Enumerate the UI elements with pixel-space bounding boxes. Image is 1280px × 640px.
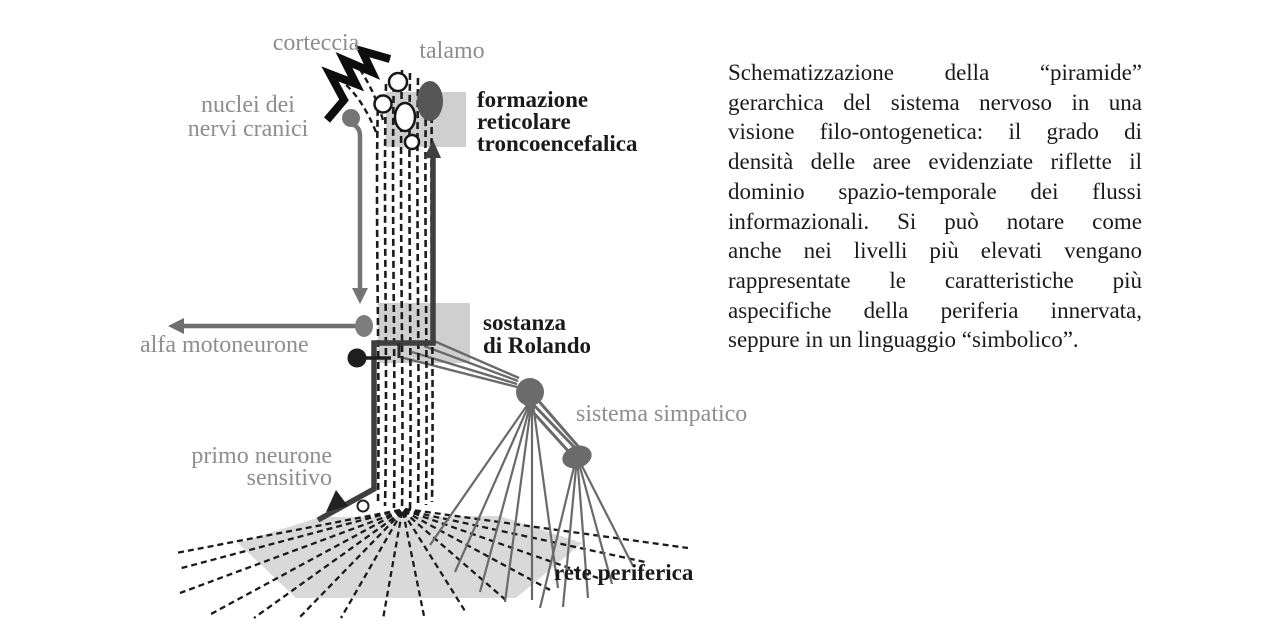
rolando-substance-highlight — [378, 303, 470, 363]
caption-line: seppure in un linguaggio “simbolico”. — [728, 327, 1079, 353]
caption-line: gerarchica del sistema nervoso in una — [728, 89, 1142, 115]
caption-line: aspecifiche della periferia innervata, — [728, 297, 1142, 323]
label-primo-line2: sensitivo — [247, 465, 332, 491]
column-to-ganglion-lines — [399, 339, 520, 389]
nervous-system-pyramid-diagram: corteccia talamo nuclei dei nervi cranic… — [140, 30, 747, 620]
relay-circle-3 — [393, 101, 417, 133]
relay-circle-4 — [403, 133, 421, 151]
descending-arrowhead-icon — [352, 288, 368, 304]
caption-line: visione filo-ontogenetica: il grado di — [728, 119, 1142, 145]
label-formazione-line3: troncoencefalica — [477, 131, 638, 156]
caption-line: informazionali. Si può notare come — [728, 208, 1142, 234]
label-sostanza-line2: di Rolando — [483, 333, 591, 358]
ascending-arrowhead-icon — [424, 140, 441, 158]
sympathetic-ganglion-b-node — [562, 445, 592, 469]
cortical-dashed-curls — [344, 67, 385, 133]
caption-line: Schematizzazione della “piramide” — [728, 60, 1142, 85]
sensory-junction-circle — [356, 499, 370, 513]
alpha-motoneuron-arrowhead-icon — [168, 318, 184, 334]
sensory-entry-arrowhead-icon — [326, 490, 348, 512]
ascending-pathway-line — [316, 155, 436, 523]
caption-line: dominio spazio-temporale dei flussi — [728, 178, 1142, 204]
label-talamo: talamo — [419, 38, 484, 64]
peripheral-network-polygon — [238, 516, 582, 598]
caption-line: rappresentate le caratteristiche più — [728, 267, 1142, 293]
caption-line: anche nei livelli più elevati vengano — [728, 238, 1142, 264]
spinal-column-dashed-fibres — [375, 69, 434, 511]
label-rete-periferica: rete periferica — [554, 560, 694, 585]
caption-paragraph: Schematizzazione della “piramide” gerarch… — [728, 58, 1142, 355]
thalamus-node — [417, 81, 443, 121]
label-nuclei-line1: nuclei dei — [201, 92, 295, 118]
label-primo-line1: primo neurone — [191, 443, 332, 469]
label-nuclei-line2: nervi cranici — [188, 116, 309, 142]
label-sostanza-line1: sostanza — [483, 310, 567, 335]
relay-circle-2 — [373, 94, 393, 114]
label-formazione-line1: formazione — [477, 87, 588, 112]
label-corteccia: corteccia — [273, 30, 360, 56]
label-sistema-simpatico: sistema simpatico — [576, 401, 747, 427]
label-alfa-motoneurone: alfa motoneurone — [140, 332, 309, 358]
cranial-nuclei-node — [342, 109, 360, 127]
interneuron-node — [347, 348, 367, 368]
label-formazione-line2: reticolare — [477, 109, 571, 134]
peripheral-fan-dashed-lines — [175, 507, 689, 620]
ganglion-b-fan-lines — [538, 465, 634, 609]
ganglion-a-to-b-bundle — [521, 398, 585, 454]
caption-line: densità delle aree evidenziate riflette … — [728, 149, 1142, 175]
sympathetic-ganglion-a-node — [516, 378, 544, 406]
relay-circle-1 — [387, 71, 409, 93]
alpha-motoneuron-soma-node — [355, 315, 373, 337]
ganglion-a-fan-lines — [429, 403, 560, 603]
cranial-nuclei-stem — [352, 122, 363, 290]
cortex-zigzag-icon — [321, 44, 392, 123]
